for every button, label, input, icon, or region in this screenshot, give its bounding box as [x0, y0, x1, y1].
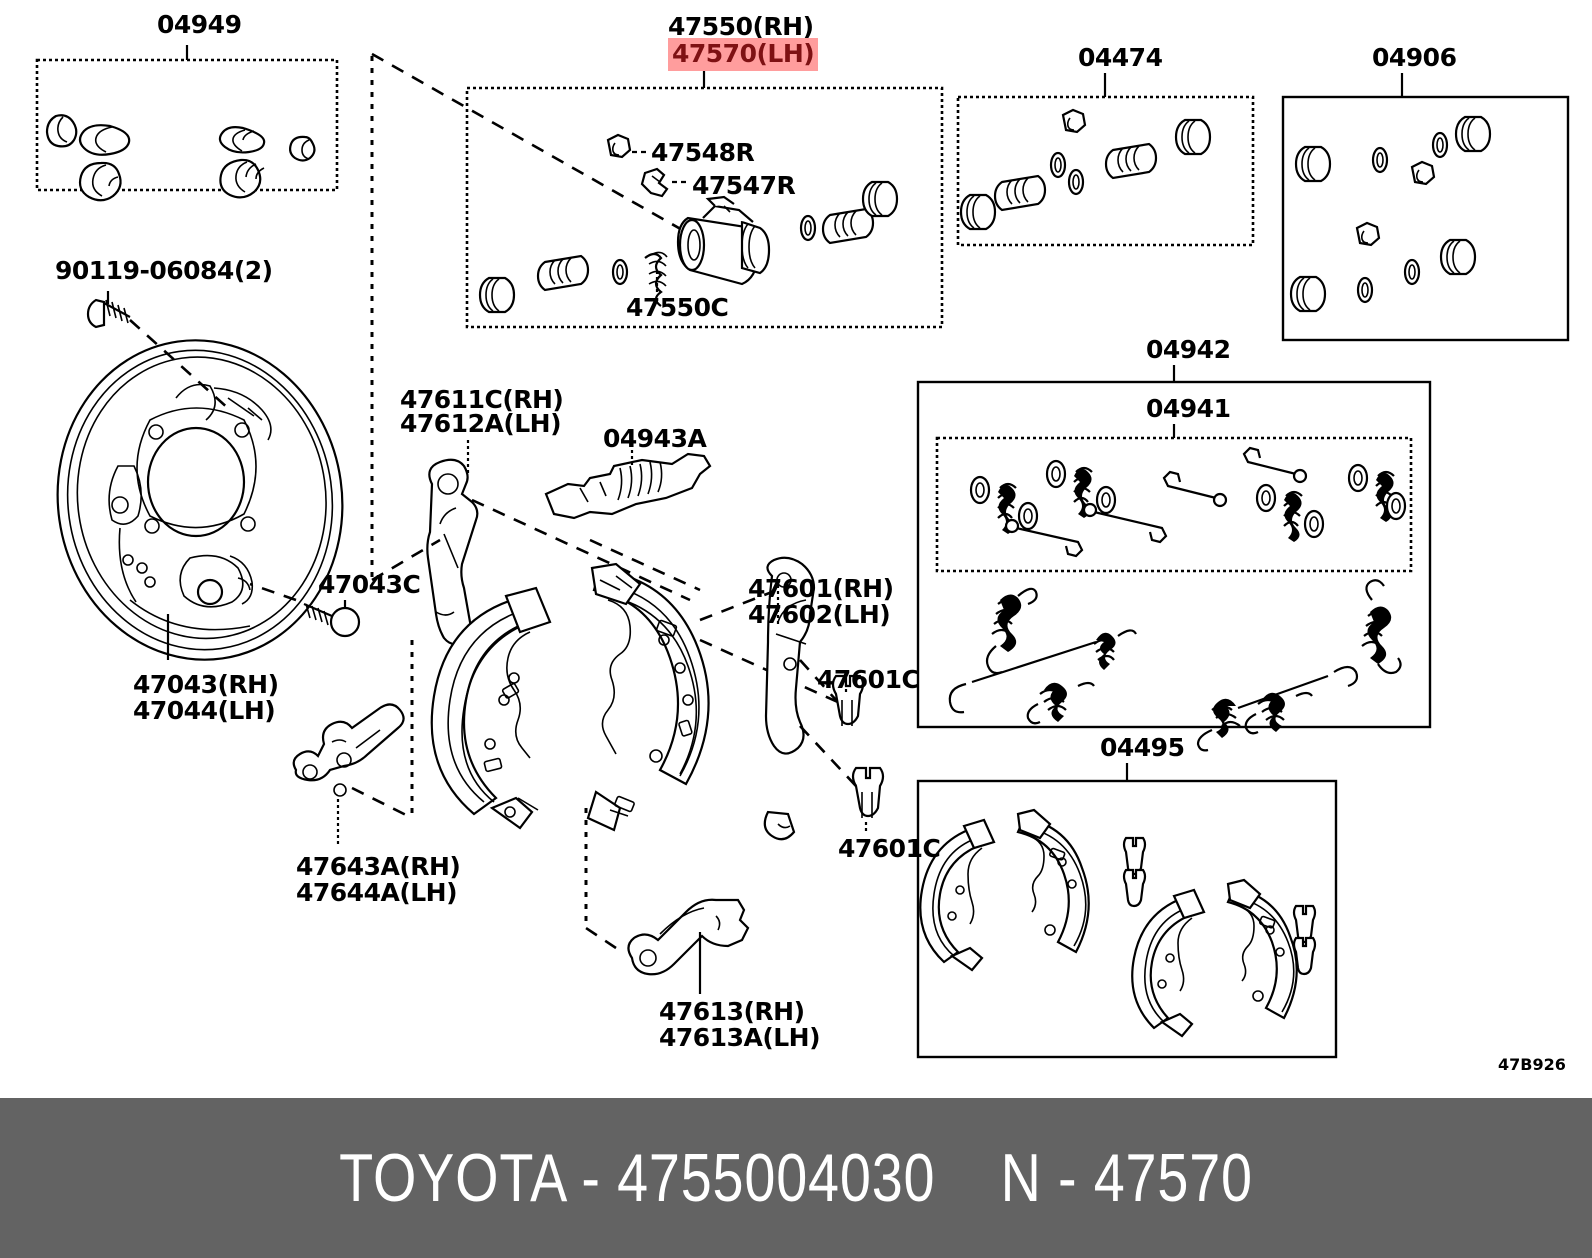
kit-04906-contents	[1289, 115, 1492, 313]
part-label-47644a-lh: 47644A(LH)	[296, 878, 458, 907]
part-label-47550c: 47550C	[626, 293, 729, 322]
footer-banner	[0, 1098, 1592, 1258]
part-label-04949: 04949	[157, 10, 242, 39]
kit-04942-springs	[948, 579, 1402, 752]
part-label-47601c: 47601C	[817, 665, 920, 694]
kit-04949-contents	[45, 114, 316, 202]
part-label-47613a-lh: 47613A(LH)	[659, 1023, 821, 1052]
lever-47611C	[426, 440, 691, 646]
part-label-47550-rh: 47550(RH)	[668, 12, 814, 41]
part-label-47548r: 47548R	[651, 138, 755, 167]
clip-47601C-lower	[799, 725, 885, 832]
part-label-47612a-lh: 47612A(LH)	[400, 409, 562, 438]
part-label-04474: 04474	[1078, 43, 1163, 72]
adjuster-04943A	[544, 450, 712, 520]
part-label-47613-rh: 47613(RH)	[659, 997, 805, 1026]
part-label-04941: 04941	[1146, 394, 1231, 423]
diagram-code: 47B926	[1498, 1055, 1566, 1074]
part-label-47570-lh: 47570(LH)	[668, 38, 819, 71]
backing-plate	[56, 339, 344, 661]
footer-banner-text: TOYOTA - 4755004030 N - 47570	[339, 1140, 1253, 1216]
bolt-90119	[86, 291, 231, 411]
clip-47601C-upper	[799, 659, 865, 726]
part-label-47611c-rh: 47611C(RH)	[400, 385, 564, 414]
strut-47613	[584, 808, 750, 994]
part-label-47547r: 47547R	[692, 171, 796, 200]
part-label-47602-lh: 47602(LH)	[748, 600, 891, 629]
brake-shoe-left	[430, 586, 552, 830]
part-label-47601c: 47601C	[838, 834, 941, 863]
lever-47643A	[292, 640, 414, 844]
connector-dashes	[370, 56, 441, 582]
kit-04495-contents	[919, 808, 1317, 1038]
brake-shoe-right	[586, 538, 861, 832]
kit-04941-contents	[969, 446, 1407, 558]
kit-04474-contents	[959, 108, 1212, 231]
strut-plate-47601	[699, 556, 816, 841]
part-label-04906: 04906	[1372, 43, 1457, 72]
bolt-47043C	[249, 582, 361, 638]
part-label-47044-lh: 47044(LH)	[133, 696, 276, 725]
part-label-04942: 04942	[1146, 335, 1231, 364]
part-label-04495: 04495	[1100, 733, 1185, 762]
highlighted-part-number: 47570(LH)	[668, 38, 819, 71]
part-label-04943a: 04943A	[603, 424, 707, 453]
part-label-90119-06084-2: 90119-06084(2)	[55, 256, 273, 285]
part-label-47043c: 47043C	[318, 570, 421, 599]
wheel-cylinder-assembly	[371, 52, 899, 314]
part-label-47643a-rh: 47643A(RH)	[296, 852, 461, 881]
part-label-47043-rh: 47043(RH)	[133, 670, 279, 699]
part-label-47601-rh: 47601(RH)	[748, 574, 894, 603]
